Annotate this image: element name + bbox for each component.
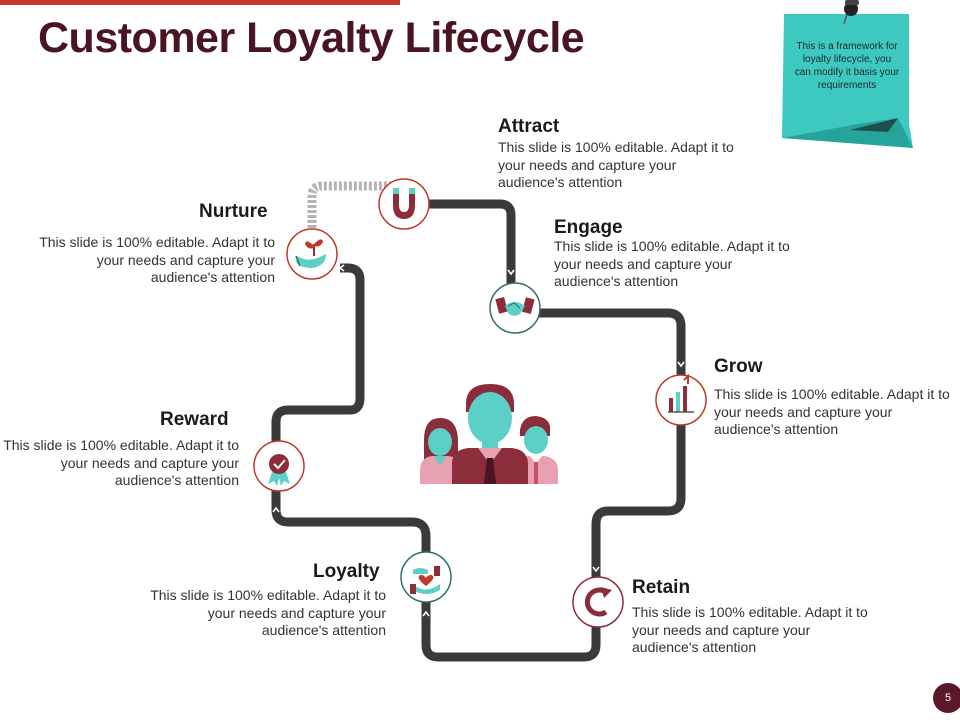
- node-nurture: [286, 228, 338, 280]
- road-path: [271, 199, 686, 662]
- stage-text-loyalty: This slide is 100% editable. Adapt it to…: [150, 587, 386, 638]
- node-retain: [572, 576, 624, 628]
- node-grow: [655, 373, 707, 426]
- stage-text-nurture: This slide is 100% editable. Adapt it to…: [39, 234, 275, 285]
- stage-text-engage: This slide is 100% editable. Adapt it to…: [554, 238, 790, 289]
- handshake-icon: [495, 296, 535, 316]
- node-reward: [253, 440, 305, 492]
- node-attract: [378, 178, 430, 230]
- node-engage: [489, 282, 541, 334]
- node-loyalty: [400, 551, 452, 603]
- sticky-note-text: This is a framework for loyalty lifecycl…: [794, 41, 900, 91]
- road-start-segment: [307, 181, 392, 228]
- magnet-icon: [393, 188, 415, 219]
- page-title: Customer Loyalty Lifecycle: [38, 14, 585, 62]
- page-number-badge: 5: [933, 683, 960, 713]
- stage-label-nurture: Nurture: [199, 201, 268, 222]
- stage-label-retain: Retain: [632, 577, 691, 598]
- top-accent-bar: [0, 0, 400, 5]
- stage-text-grow: This slide is 100% editable. Adapt it to…: [714, 386, 950, 437]
- award-badge-icon: [268, 454, 290, 486]
- stage-label-loyalty: Loyalty: [313, 561, 380, 582]
- plant-hand-icon: [295, 239, 326, 268]
- stage-label-reward: Reward: [160, 409, 229, 430]
- pushpin-icon: [843, 0, 859, 25]
- stage-text-reward: This slide is 100% editable. Adapt it to…: [3, 437, 239, 488]
- people-group-icon: [420, 384, 558, 484]
- growth-chart-icon: [668, 373, 694, 413]
- road-direction-markers: [272, 264, 685, 617]
- refresh-icon: [584, 587, 612, 617]
- stage-text-retain: This slide is 100% editable. Adapt it to…: [632, 604, 868, 655]
- stage-text-attract: This slide is 100% editable. Adapt it to…: [498, 139, 734, 190]
- heart-hands-icon: [410, 566, 440, 594]
- sticky-note: [782, 0, 913, 148]
- stage-label-engage: Engage: [554, 217, 623, 238]
- stage-label-attract: Attract: [498, 116, 560, 137]
- stage-label-grow: Grow: [714, 356, 763, 377]
